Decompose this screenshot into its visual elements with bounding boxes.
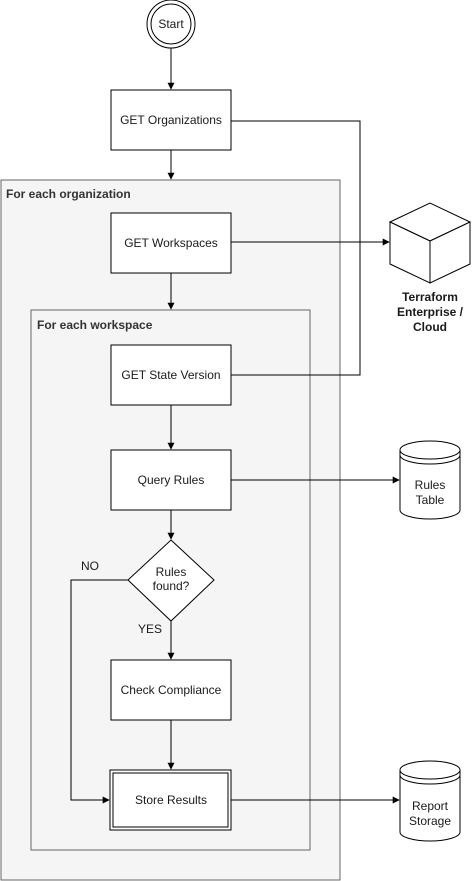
- rules-table-database-icon: [399, 440, 461, 520]
- query-rules-box: [110, 449, 232, 511]
- query-rules-label: Query Rules: [138, 473, 205, 487]
- start-label: Start: [158, 17, 184, 31]
- store-results-label: Store Results: [135, 793, 207, 807]
- edge-orgs-to-terraform: [231, 120, 361, 242]
- rules-table-label-line2: Table: [416, 493, 445, 507]
- store-results-box: [109, 769, 232, 831]
- decision-label-line2: found?: [153, 579, 190, 593]
- inner-group-label: For each workspace: [37, 318, 153, 332]
- report-storage-database-icon: [399, 760, 461, 842]
- edge-state-to-terraform: [231, 242, 361, 376]
- terraform-cube-icon: [388, 202, 472, 284]
- edge-label-no: NO: [81, 559, 99, 573]
- get-organizations-box: [110, 89, 232, 151]
- check-compliance-box: [110, 659, 232, 721]
- terraform-label-line1: Terraform: [402, 290, 458, 304]
- terraform-label-line2: Enterprise /: [397, 305, 464, 319]
- report-storage-label-line2: Storage: [409, 814, 451, 828]
- edge-decision-no: [70, 579, 128, 804]
- get-state-version-box: [110, 344, 232, 406]
- get-state-version-label: GET State Version: [121, 368, 220, 382]
- outer-group-label: For each organization: [6, 187, 131, 201]
- rules-table-label-line1: Rules: [415, 478, 446, 492]
- get-organizations-label: GET Organizations: [120, 113, 222, 127]
- check-compliance-label: Check Compliance: [121, 683, 222, 697]
- rules-found-decision: [127, 539, 215, 622]
- get-workspaces-label: GET Workspaces: [124, 236, 218, 250]
- report-storage-label-line1: Report: [412, 799, 449, 813]
- edge-label-yes: YES: [138, 622, 162, 636]
- start-node-inner: [150, 3, 192, 45]
- terraform-label-line3: Cloud: [413, 320, 447, 334]
- get-workspaces-box: [110, 212, 232, 274]
- store-results-box-inner: [112, 772, 229, 828]
- decision-label-line1: Rules: [156, 565, 187, 579]
